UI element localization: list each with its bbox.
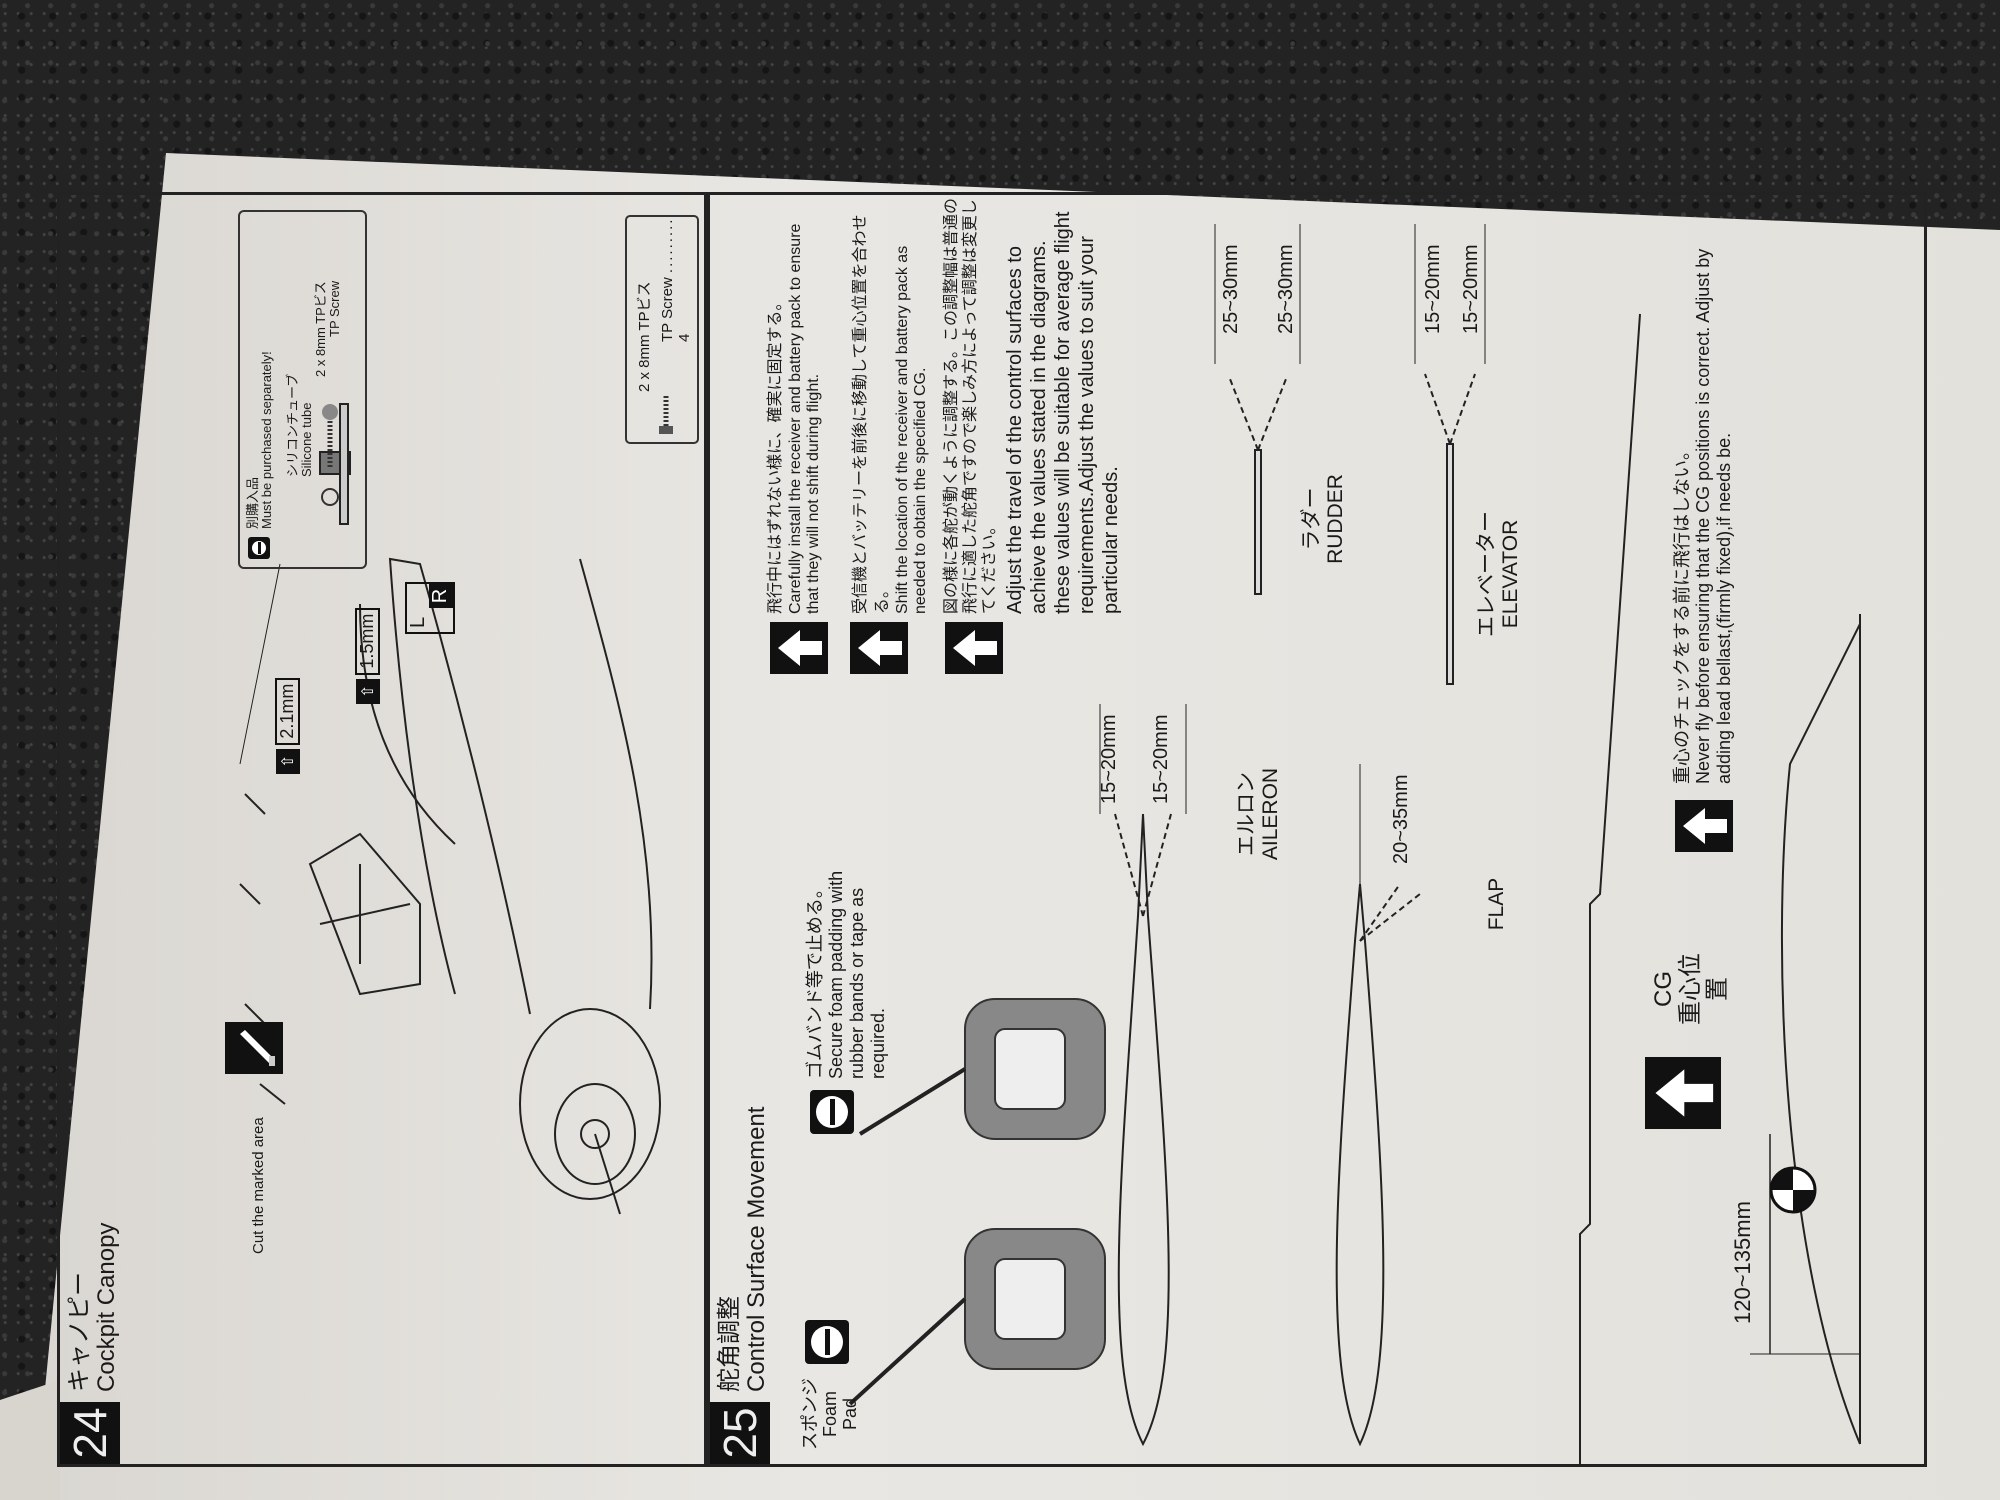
arrow-icon: ⇧ [355, 678, 380, 704]
fuselage-outline [388, 557, 531, 1015]
cg-warning-jp: 重心のチェックをする前に飛行はしない。 [1672, 442, 1692, 784]
screw-name-jp: TPビス [636, 281, 653, 331]
rudder-surface [1254, 449, 1262, 595]
instruction-en: Adjust the travel of the control surface… [1004, 211, 1122, 614]
purchase-separately-callout: 別購入品 Must be purchased separately! シリコンチ… [238, 210, 367, 569]
step-title: 舵角調整 Control Surface Movement [716, 1107, 770, 1392]
elevator-en: ELEVATOR [1499, 519, 1522, 629]
foam-pad-label: スポンジ Foam Pad [800, 1374, 860, 1454]
foam-jp: スポンジ [800, 1378, 820, 1450]
fuselage-outline [1780, 623, 1861, 1445]
arrow-up-icon [1645, 1057, 1721, 1129]
elevator-surface [1446, 443, 1454, 685]
title-jp: 舵角調整 [716, 1296, 743, 1392]
screw-en: TP Screw [327, 280, 342, 337]
instruction-1: 飛行中にはずれない様に、確実に固定する。 Carefully install t… [765, 194, 823, 614]
foam-note-jp: ゴムバンド等で止める。 [805, 880, 825, 1079]
screw-jp: 2 x 8mm TPビス [313, 281, 328, 377]
instruction-jp: 飛行中にはずれない様に、確実に固定する。 [767, 294, 784, 614]
minus-icon [248, 537, 270, 559]
aileron-jp: エルロン [1235, 772, 1258, 856]
flap-airfoil [1335, 883, 1385, 1447]
screw-icon [321, 404, 339, 506]
foam-note: ゴムバンド等で止める。 Secure foam padding with rub… [805, 819, 889, 1079]
control-surface-diagrams [848, 224, 1861, 1464]
rudder-en: RUDDER [1324, 474, 1347, 564]
aileron-label: エルロン AILERON [1235, 764, 1283, 864]
elevator-deflection [1424, 373, 1476, 445]
elevator-jp: エレベーター [1475, 511, 1498, 637]
foam-note-en: Secure foam padding with rubber bands or… [826, 870, 888, 1079]
title-jp: キャノピー [66, 1272, 93, 1392]
cg-label: CG 重心位置 [1650, 944, 1731, 1034]
callout-jp: 別購入品 [245, 476, 260, 529]
engine-cowl [519, 1008, 661, 1200]
silicone-tube-jp: シリコンチューブ [285, 373, 300, 477]
arrow-up-icon [1675, 800, 1733, 852]
cutter-icon [225, 1022, 283, 1074]
parts-screw-box: 2 x 8mm TPビス TP Screw ......... 4 [625, 215, 699, 444]
gap-1-5mm: ⇧ 1.5mm [355, 607, 380, 704]
cg-en: CG [1650, 971, 1677, 1007]
minus-icon [810, 1090, 854, 1134]
step-title: キャノピー Cockpit Canopy [66, 1223, 120, 1392]
aileron-en: AILERON [1259, 767, 1282, 861]
screw-size: 2 x 8mm [636, 334, 653, 392]
aileron-deflection [1114, 813, 1172, 917]
elevator-label: エレベーター ELEVATOR [1475, 494, 1523, 654]
arrow-up-icon [850, 622, 908, 674]
flap-deflection [1359, 883, 1421, 942]
instruction-en: Shift the location of the receiver and b… [894, 245, 929, 614]
cg-marker [1769, 1166, 1817, 1214]
callout-en: Must be purchased separately! [259, 351, 274, 529]
rudder-label: ラダー RUDDER [1300, 464, 1348, 574]
instruction-en: Carefully install the receiver and batte… [787, 223, 822, 614]
instruction-2: 受信機とバッテリーを前後に移動して重心位置を合わせる。 Shift the lo… [850, 194, 930, 614]
next-page-edge [0, 1380, 60, 1500]
aileron-airfoil [1117, 813, 1170, 1447]
instruction-sheet: 24 キャノピー Cockpit Canopy Cut the marked a… [57, 192, 1927, 1467]
step-number: 25 [710, 1402, 770, 1464]
canopy-frame [308, 832, 421, 996]
cg-jp: 重心位置 [1677, 953, 1731, 1025]
cg-warning: 重心のチェックをする前に飛行はしない。 Never fly before ens… [1672, 244, 1735, 784]
rudder-left-travel: 25~30mm [1220, 244, 1242, 335]
arrow-up-icon [770, 622, 828, 674]
flap-travel: 20~35mm [1390, 774, 1412, 865]
title-en: Control Surface Movement [743, 1106, 770, 1392]
instruction-jp: 受信機とバッテリーを前後に移動して重心位置を合わせる。 [852, 214, 891, 614]
arrow-up-icon [945, 622, 1003, 674]
minus-icon [805, 1320, 849, 1364]
screw-quantity: 4 [676, 333, 693, 342]
step-25-control-surface-movement: 25 舵角調整 Control Surface Movement スポンジ Fo… [707, 192, 1927, 1467]
gap-2-1mm: ⇧ 2.1mm [275, 677, 300, 774]
aileron-down-travel: 15~20mm [1150, 714, 1172, 805]
cut-label: Cut the marked area [250, 1117, 267, 1254]
cg-warning-en: Never fly before ensuring that the CG po… [1693, 248, 1734, 784]
screw-icon [659, 396, 673, 434]
canopy-assembly-drawing [239, 403, 661, 1215]
foam-pad-drawing [964, 998, 1106, 1370]
canopy-screws [239, 793, 286, 1105]
elevator-up-travel: 15~20mm [1422, 244, 1444, 335]
wing-outline [1579, 313, 1641, 1464]
rudder-deflection [1229, 378, 1287, 451]
step-number: 24 [60, 1402, 120, 1464]
arrow-icon: ⇧ [275, 748, 300, 774]
left-right-badge: L R [405, 582, 455, 634]
flap-label: FLAP [1485, 877, 1508, 931]
instruction-jp: 図の様に各舵が動くように調整する。この調整幅は普通の飛行に適した舵角ですので楽し… [943, 197, 998, 614]
step-24-cockpit-canopy: 24 キャノピー Cockpit Canopy Cut the marked a… [57, 192, 707, 1467]
aileron-up-travel: 15~20mm [1098, 714, 1120, 805]
instruction-3: 図の様に各舵が動くように調整する。この調整幅は普通の飛行に適した舵角ですので楽し… [942, 194, 1123, 614]
rudder-jp: ラダー [1300, 487, 1323, 551]
title-en: Cockpit Canopy [93, 1222, 120, 1392]
foam-en: Foam Pad [820, 1391, 860, 1438]
elevator-down-travel: 15~20mm [1460, 244, 1482, 335]
cg-range: 120~135mm [1730, 1201, 1755, 1324]
rudder-right-travel: 25~30mm [1275, 244, 1297, 335]
screw-name-en: TP Screw [659, 277, 676, 342]
